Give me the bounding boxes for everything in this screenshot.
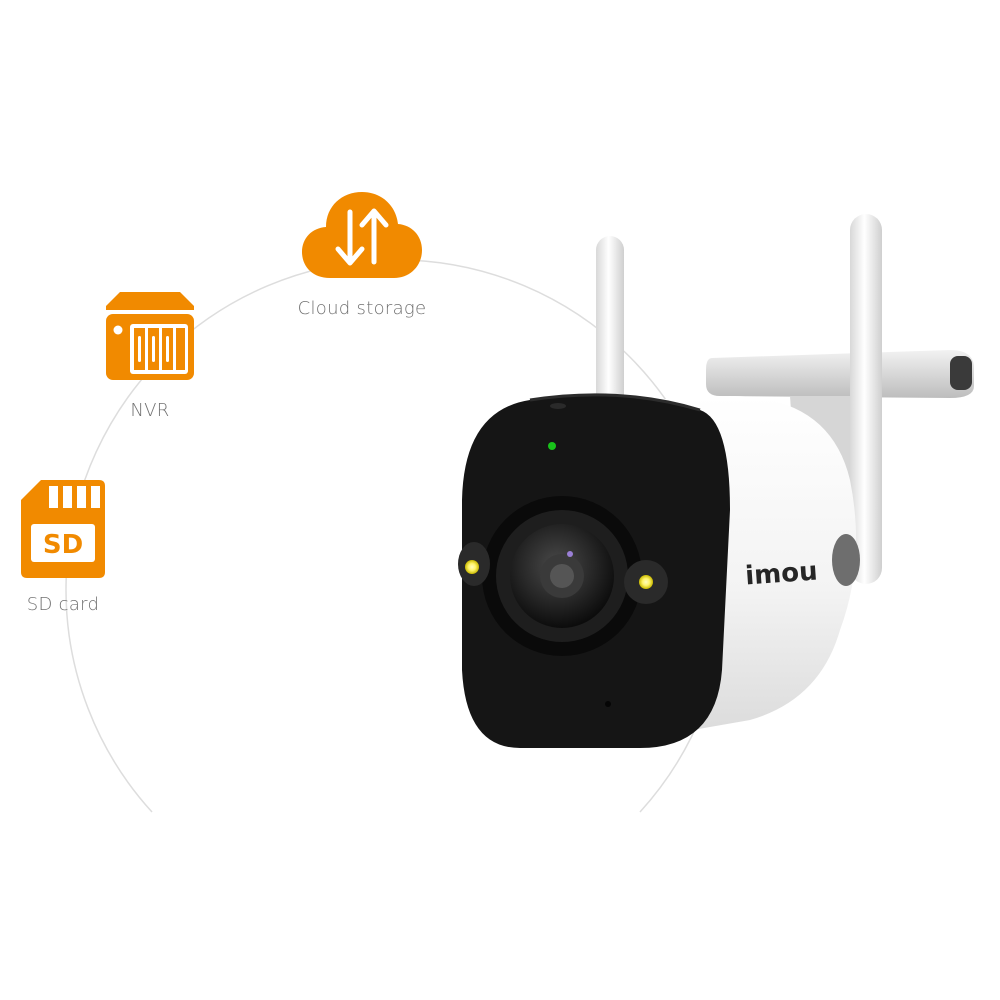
storage-label-cloud: Cloud storage [297, 298, 427, 319]
security-camera-image: imou [458, 214, 974, 748]
storage-option-sd: SD SD card [8, 478, 118, 615]
brand-logo: imou [744, 557, 818, 592]
storage-label-sd: SD card [26, 594, 100, 615]
cloud-upload-download-icon [302, 192, 422, 278]
storage-option-cloud: Cloud storage [292, 186, 432, 319]
storage-label-nvr: NVR [130, 400, 170, 421]
sd-card-icon-text: SD [43, 530, 83, 560]
storage-option-nvr: NVR [90, 288, 210, 421]
sd-card-icon: SD [21, 480, 105, 578]
nvr-recorder-icon [106, 292, 194, 380]
